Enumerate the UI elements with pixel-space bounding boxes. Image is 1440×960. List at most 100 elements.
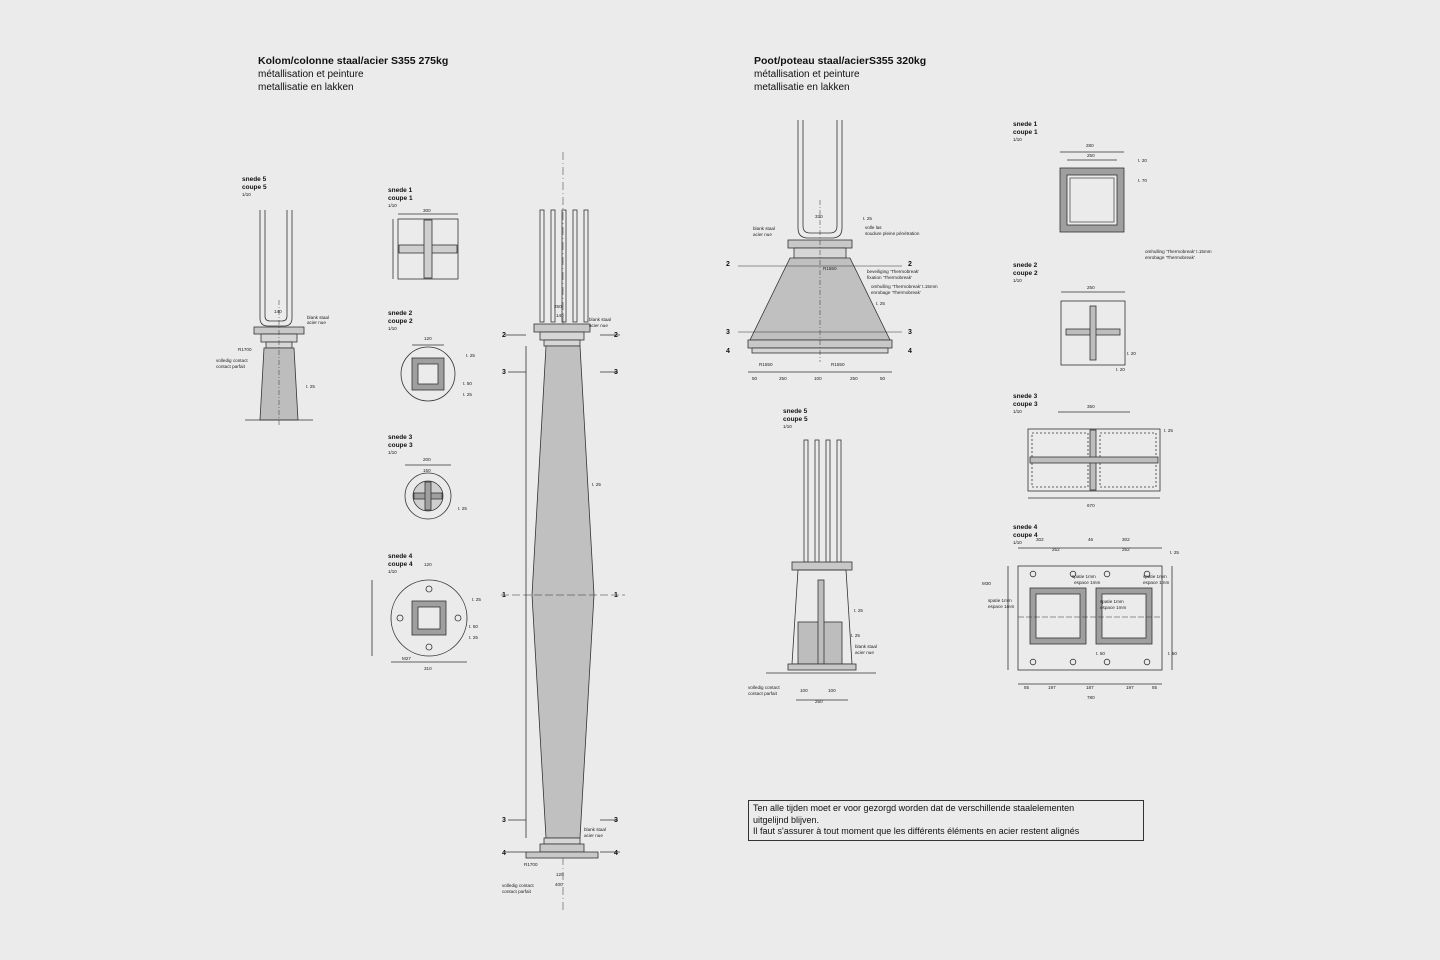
svg-text:t. 25: t. 25: [863, 216, 872, 221]
svg-text:t. 25: t. 25: [306, 384, 315, 389]
svg-text:espace 1mm: espace 1mm: [988, 604, 1014, 609]
svg-text:blank staal: blank staal: [307, 315, 329, 320]
svg-text:acier nue: acier nue: [589, 323, 608, 328]
foot-section-5: [766, 439, 876, 701]
svg-text:t. 25: t. 25: [851, 633, 860, 638]
svg-text:omhulling 'Thermobreak' t.15mm: omhulling 'Thermobreak' t.15mm: [871, 284, 938, 289]
svg-text:250: 250: [1087, 153, 1095, 158]
right-subtitle-fr: métallisation et peinture: [754, 69, 860, 80]
svg-text:400: 400: [555, 882, 563, 887]
svg-text:omhulling 'Thermobreak' t.15mm: omhulling 'Thermobreak' t.15mm: [1145, 249, 1212, 254]
svg-text:enrobage 'Thermobreak': enrobage 'Thermobreak': [1145, 255, 1195, 260]
svg-text:t. 50: t. 50: [463, 381, 472, 386]
svg-text:50: 50: [752, 376, 758, 381]
svg-text:blank staal: blank staal: [855, 644, 877, 649]
svg-text:t. 25: t. 25: [463, 392, 472, 397]
svg-text:contact parfait: contact parfait: [748, 691, 778, 696]
svg-text:4: 4: [614, 850, 618, 857]
svg-text:t. 25: t. 25: [472, 597, 481, 602]
svg-text:100: 100: [828, 688, 836, 693]
svg-text:3: 3: [908, 329, 912, 336]
svg-text:250: 250: [850, 376, 858, 381]
svg-text:t. 25: t. 25: [1170, 550, 1179, 555]
svg-text:302: 302: [1036, 537, 1044, 542]
svg-text:1: 1: [502, 592, 506, 599]
main-column-elevation: [501, 152, 625, 910]
alignment-note: Ten alle tijden moet er voor gezorgd wor…: [748, 800, 1144, 841]
svg-text:t. 50: t. 50: [469, 624, 478, 629]
svg-text:enrobage 'Thermobreak': enrobage 'Thermobreak': [871, 290, 921, 295]
svg-text:330: 330: [815, 214, 823, 219]
svg-text:R1700: R1700: [238, 347, 252, 352]
svg-text:252: 252: [1052, 547, 1060, 552]
svg-text:4: 4: [726, 348, 730, 355]
svg-text:350: 350: [1087, 404, 1095, 409]
note-line-2: uitgelijnd blijven.: [753, 814, 820, 825]
svg-text:4: 4: [908, 348, 912, 355]
section-3-left: [404, 464, 452, 520]
svg-text:4: 4: [502, 850, 506, 857]
svg-text:3: 3: [614, 817, 618, 824]
section-2-left: [400, 344, 456, 402]
svg-text:spatie 1mm: spatie 1mm: [988, 598, 1012, 603]
svg-text:120: 120: [424, 336, 432, 341]
left-title-block: Kolom/colonne staal/acier S355 275kg mét…: [258, 55, 448, 94]
foot-section-2: [1060, 291, 1126, 366]
svg-text:780: 780: [1087, 695, 1095, 700]
svg-text:espace 1mm: espace 1mm: [1074, 580, 1100, 585]
section-1-left: [392, 213, 459, 280]
svg-text:volle las: volle las: [865, 225, 882, 230]
svg-text:R1550: R1550: [823, 266, 837, 271]
svg-text:t. 25: t. 25: [876, 301, 885, 306]
svg-text:beveiliging 'Thermobreak': beveiliging 'Thermobreak': [867, 269, 919, 274]
svg-text:140: 140: [274, 309, 282, 314]
svg-text:120: 120: [556, 872, 564, 877]
right-title: Poot/poteau staal/acierS355 320kg: [754, 55, 927, 67]
svg-text:120: 120: [424, 562, 432, 567]
svg-text:55: 55: [1024, 685, 1030, 690]
svg-text:t. 25: t. 25: [458, 506, 467, 511]
svg-text:197: 197: [1048, 685, 1056, 690]
svg-text:R1550: R1550: [831, 362, 845, 367]
svg-text:2: 2: [502, 332, 506, 339]
svg-text:3: 3: [502, 817, 506, 824]
foot-section-3: [1027, 411, 1161, 499]
foot-section-1: [1059, 151, 1125, 233]
svg-text:670: 670: [1087, 503, 1095, 508]
svg-text:302: 302: [1122, 537, 1130, 542]
svg-text:spatie 1mm: spatie 1mm: [1072, 574, 1096, 579]
svg-text:blank staal: blank staal: [584, 827, 606, 832]
svg-text:espace 1mm: espace 1mm: [1100, 605, 1126, 610]
svg-text:3: 3: [726, 329, 730, 336]
svg-text:volledig contact: volledig contact: [502, 883, 534, 888]
svg-text:150: 150: [423, 468, 431, 473]
svg-text:2: 2: [726, 261, 730, 268]
svg-text:espace 1mm: espace 1mm: [1143, 580, 1169, 585]
svg-text:46: 46: [1088, 537, 1094, 542]
left-title: Kolom/colonne staal/acier S355 275kg: [258, 55, 449, 67]
svg-text:t. 25: t. 25: [469, 635, 478, 640]
svg-text:M27: M27: [402, 656, 411, 661]
svg-text:t. 50: t. 50: [1096, 651, 1105, 656]
svg-text:187: 187: [1086, 685, 1094, 690]
foot-elevation: [738, 120, 902, 373]
svg-text:250: 250: [1087, 285, 1095, 290]
svg-text:t. 20: t. 20: [1138, 158, 1147, 163]
svg-text:contact parfait: contact parfait: [216, 364, 246, 369]
svg-text:t. 25: t. 25: [854, 608, 863, 613]
svg-text:250: 250: [554, 304, 562, 309]
svg-text:acier nue: acier nue: [855, 650, 874, 655]
svg-text:t. 50: t. 50: [1168, 651, 1177, 656]
svg-text:300: 300: [423, 208, 431, 213]
svg-text:acier nue: acier nue: [307, 320, 326, 325]
svg-text:spatie 1mm: spatie 1mm: [1100, 599, 1124, 604]
svg-text:t. 70: t. 70: [1138, 178, 1147, 183]
svg-text:2: 2: [908, 261, 912, 268]
